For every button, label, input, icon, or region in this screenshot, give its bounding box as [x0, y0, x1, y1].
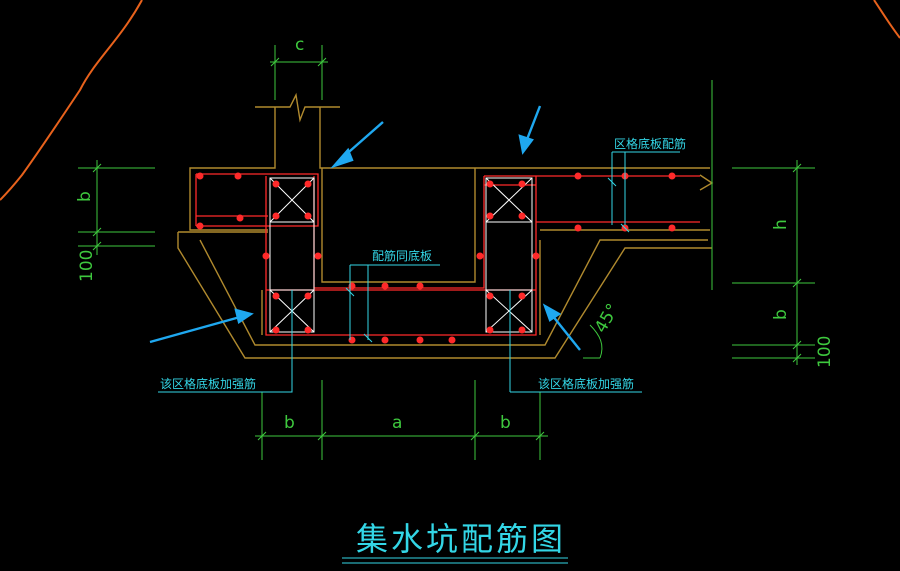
rebar-dot: [476, 252, 484, 260]
rebar-dot: [486, 326, 494, 334]
note-zone-reinforce-left: 该区格底板加强筋: [160, 376, 256, 391]
rebar-dot: [262, 252, 270, 260]
rebar-dot: [486, 292, 494, 300]
break-line-right: [699, 174, 714, 191]
dim-left-ticks: [92, 163, 102, 251]
dim-bottom-b-right-label: b: [500, 413, 511, 433]
wall-stub-outline: [189, 107, 276, 231]
leader-same-as-slab-ticks: [345, 287, 373, 343]
dim-c: [270, 45, 328, 100]
leader-same-as-slab: [349, 264, 440, 340]
rebar-dot: [416, 282, 424, 290]
rebar-dot: [304, 326, 312, 334]
stirrup-wall-left: [269, 222, 315, 290]
note-zone-reinforce-right: 该区格底板加强筋: [538, 376, 634, 391]
dim-b-right-label: b: [771, 309, 791, 320]
stirrups: [269, 177, 533, 333]
rebar-dot: [196, 172, 204, 180]
rebar-dot: [486, 212, 494, 220]
note-zone-bottom-rebar: 区格底板配筋: [614, 136, 686, 151]
note-same-as-slab: 配筋同底板: [372, 248, 432, 263]
boundary-curve-left: [0, 0, 143, 201]
rebar-dot: [381, 336, 389, 344]
rebar-dot: [668, 172, 676, 180]
rebar-wall-left-inner: [313, 176, 485, 289]
dim-bottom-extension: [261, 380, 541, 460]
dim-h-right-label: h: [771, 219, 791, 230]
rebar-dot: [381, 282, 389, 290]
dim-100-left-label: 100: [77, 250, 97, 282]
dim-right-extension: [732, 167, 815, 359]
dim-b-left-label: b: [75, 191, 95, 202]
title-underline: [342, 557, 568, 564]
boundary-curve-right: [873, 0, 900, 39]
rebar-dot: [272, 212, 280, 220]
arrow-icon: [330, 121, 384, 169]
rebar-left-top: [196, 173, 319, 227]
leader-zone-bottom-rebar: [611, 151, 680, 225]
indicator-arrows: [149, 105, 581, 351]
dimension-lines: [78, 45, 815, 460]
rebar-dot: [196, 222, 204, 230]
break-line-top: [255, 92, 340, 123]
rebar-dot: [272, 326, 280, 334]
dim-bottom-b-left-label: b: [284, 413, 295, 433]
dim-c-label: c: [295, 35, 304, 55]
rebar-dot: [236, 214, 244, 222]
rebar-dot: [518, 292, 526, 300]
rebar-dot: [416, 336, 424, 344]
dim-100-right-label: 100: [815, 336, 835, 368]
boundary-lines: [0, 0, 900, 201]
rebar-dot: [486, 180, 494, 188]
arrow-icon: [149, 308, 254, 344]
rebar-dot: [304, 180, 312, 188]
arrow-icon: [542, 303, 581, 351]
pit-inner: [321, 168, 476, 283]
leader-zone-bottom-rebar-ticks: [607, 177, 630, 233]
rebar-lines: [195, 173, 700, 336]
dim-left-extension: [78, 167, 155, 247]
rebar-dot: [314, 252, 322, 260]
leader-reinforce-right: [509, 290, 642, 393]
dim-bottom-ticks: [257, 431, 545, 441]
pit-outer-base: [177, 232, 712, 359]
rebar-dot: [234, 172, 242, 180]
rebar-dot: [518, 180, 526, 188]
rebar-dot: [272, 292, 280, 300]
dim-bottom-a-label: a: [392, 413, 402, 433]
rebar-dot: [304, 212, 312, 220]
angle-arc: [589, 324, 603, 359]
drawing-title: 集水坑配筋图: [356, 520, 566, 558]
stirrup-wall-right: [485, 222, 533, 290]
arrow-icon: [518, 105, 542, 155]
wall-stub-right: [319, 107, 475, 169]
dim-right-ticks: [792, 163, 802, 363]
rebar-dot: [574, 172, 582, 180]
rebar-dot: [574, 224, 582, 232]
annotation-leaders: [158, 151, 680, 564]
dim-c-ticks: [270, 57, 327, 67]
leader-reinforce-left: [158, 290, 293, 393]
rebar-dot: [532, 252, 540, 260]
rebar-dot: [668, 224, 676, 232]
rebar-dot: [448, 336, 456, 344]
rebar-dot: [272, 180, 280, 188]
rebar-dot: [304, 292, 312, 300]
rebar-dot: [518, 326, 526, 334]
rebar-dot: [518, 212, 526, 220]
